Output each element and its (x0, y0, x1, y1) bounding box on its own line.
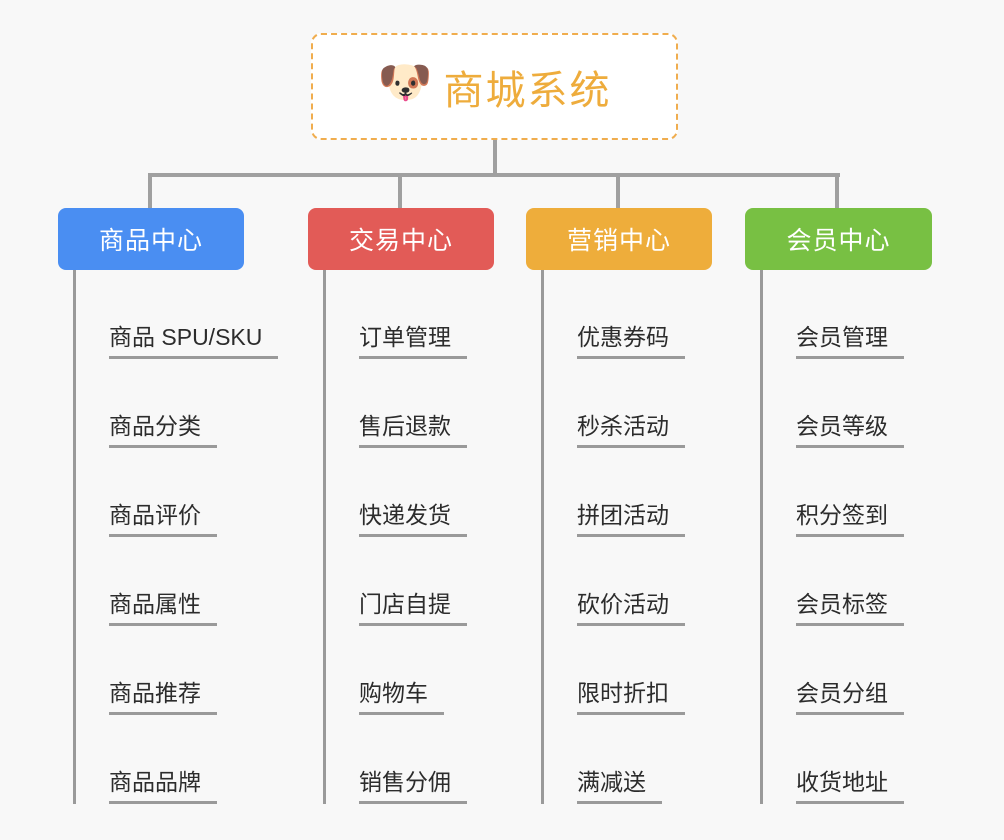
leaf-item-label: 会员分组 (796, 680, 904, 715)
branch-items: 订单管理售后退款快递发货门店自提购物车销售分佣 (323, 270, 494, 804)
leaf-item-label: 商品推荐 (109, 680, 217, 715)
connector-drop-1 (148, 173, 152, 208)
leaf-item[interactable]: 门店自提 (326, 537, 494, 626)
leaf-item[interactable]: 优惠券码 (544, 270, 712, 359)
leaf-item[interactable]: 销售分佣 (326, 715, 494, 804)
leaf-item-label: 购物车 (359, 680, 444, 715)
branch-header[interactable]: 商品中心 (58, 208, 244, 270)
leaf-item[interactable]: 售后退款 (326, 359, 494, 448)
leaf-item[interactable]: 商品品牌 (76, 715, 244, 804)
root-node[interactable]: 🐶 商城系统 (311, 33, 678, 140)
leaf-item-label: 售后退款 (359, 413, 467, 448)
leaf-item-label: 商品品牌 (109, 769, 217, 804)
leaf-item-label: 会员管理 (796, 324, 904, 359)
leaf-item-label: 会员标签 (796, 591, 904, 626)
leaf-item-label: 秒杀活动 (577, 413, 685, 448)
connector-drop-2 (398, 173, 402, 208)
leaf-item[interactable]: 收货地址 (763, 715, 932, 804)
leaf-item[interactable]: 拼团活动 (544, 448, 712, 537)
leaf-item-label: 商品 SPU/SKU (109, 324, 279, 359)
branch-column-1: 商品中心商品 SPU/SKU 商品分类商品评价商品属性商品推荐商品品牌 (58, 208, 279, 804)
leaf-item-label: 限时折扣 (577, 680, 685, 715)
leaf-item-label: 拼团活动 (577, 502, 685, 537)
leaf-item[interactable]: 满减送 (544, 715, 712, 804)
branch-header-label: 交易中心 (348, 227, 453, 255)
leaf-item-label: 快递发货 (359, 502, 467, 537)
branch-header-label: 会员中心 (786, 227, 891, 255)
leaf-item[interactable]: 商品评价 (76, 448, 244, 537)
branch-header-label: 营销中心 (566, 227, 671, 255)
leaf-item-label: 会员等级 (796, 413, 904, 448)
leaf-item-label: 商品评价 (109, 502, 217, 537)
branch-items: 商品 SPU/SKU 商品分类商品评价商品属性商品推荐商品品牌 (73, 270, 279, 804)
leaf-item-label: 积分签到 (796, 502, 904, 537)
branch-header-label: 商品中心 (98, 227, 203, 255)
leaf-item[interactable]: 砍价活动 (544, 537, 712, 626)
leaf-item[interactable]: 快递发货 (326, 448, 494, 537)
leaf-item[interactable]: 会员标签 (763, 537, 932, 626)
connector-horizontal-bus (150, 173, 840, 177)
leaf-item[interactable]: 限时折扣 (544, 626, 712, 715)
leaf-item-label: 商品属性 (109, 591, 217, 626)
branch-header[interactable]: 会员中心 (745, 208, 932, 270)
leaf-item-label: 优惠券码 (577, 324, 685, 359)
leaf-item[interactable]: 积分签到 (763, 448, 932, 537)
root-title: 商城系统 (443, 68, 612, 113)
branch-items: 会员管理会员等级积分签到会员标签会员分组收货地址 (760, 270, 932, 804)
leaf-item[interactable]: 商品 SPU/SKU (76, 270, 279, 359)
connector-drop-4 (835, 173, 839, 208)
leaf-item[interactable]: 秒杀活动 (544, 359, 712, 448)
branch-header[interactable]: 交易中心 (308, 208, 494, 270)
shiba-dog-face-icon: 🐶 (377, 57, 433, 107)
leaf-item-label: 销售分佣 (359, 769, 467, 804)
leaf-item[interactable]: 商品推荐 (76, 626, 244, 715)
leaf-item[interactable]: 购物车 (326, 626, 494, 715)
branch-header[interactable]: 营销中心 (526, 208, 712, 270)
leaf-item[interactable]: 会员分组 (763, 626, 932, 715)
branch-column-4: 会员中心会员管理会员等级积分签到会员标签会员分组收货地址 (745, 208, 932, 804)
branch-column-2: 交易中心订单管理售后退款快递发货门店自提购物车销售分佣 (308, 208, 494, 804)
connector-root-stem (493, 140, 497, 177)
leaf-item-label: 门店自提 (359, 591, 467, 626)
leaf-item-label: 订单管理 (359, 324, 467, 359)
branch-items: 优惠券码秒杀活动拼团活动砍价活动限时折扣满减送 (541, 270, 712, 804)
leaf-item[interactable]: 商品分类 (76, 359, 244, 448)
leaf-item-label: 砍价活动 (577, 591, 685, 626)
leaf-item[interactable]: 商品属性 (76, 537, 244, 626)
leaf-item-label: 收货地址 (796, 769, 904, 804)
leaf-item[interactable]: 会员管理 (763, 270, 932, 359)
leaf-item-label: 满减送 (577, 769, 662, 804)
leaf-item[interactable]: 订单管理 (326, 270, 494, 359)
branch-column-3: 营销中心优惠券码秒杀活动拼团活动砍价活动限时折扣满减送 (526, 208, 712, 804)
connector-drop-3 (616, 173, 620, 208)
leaf-item-label: 商品分类 (109, 413, 217, 448)
leaf-item[interactable]: 会员等级 (763, 359, 932, 448)
